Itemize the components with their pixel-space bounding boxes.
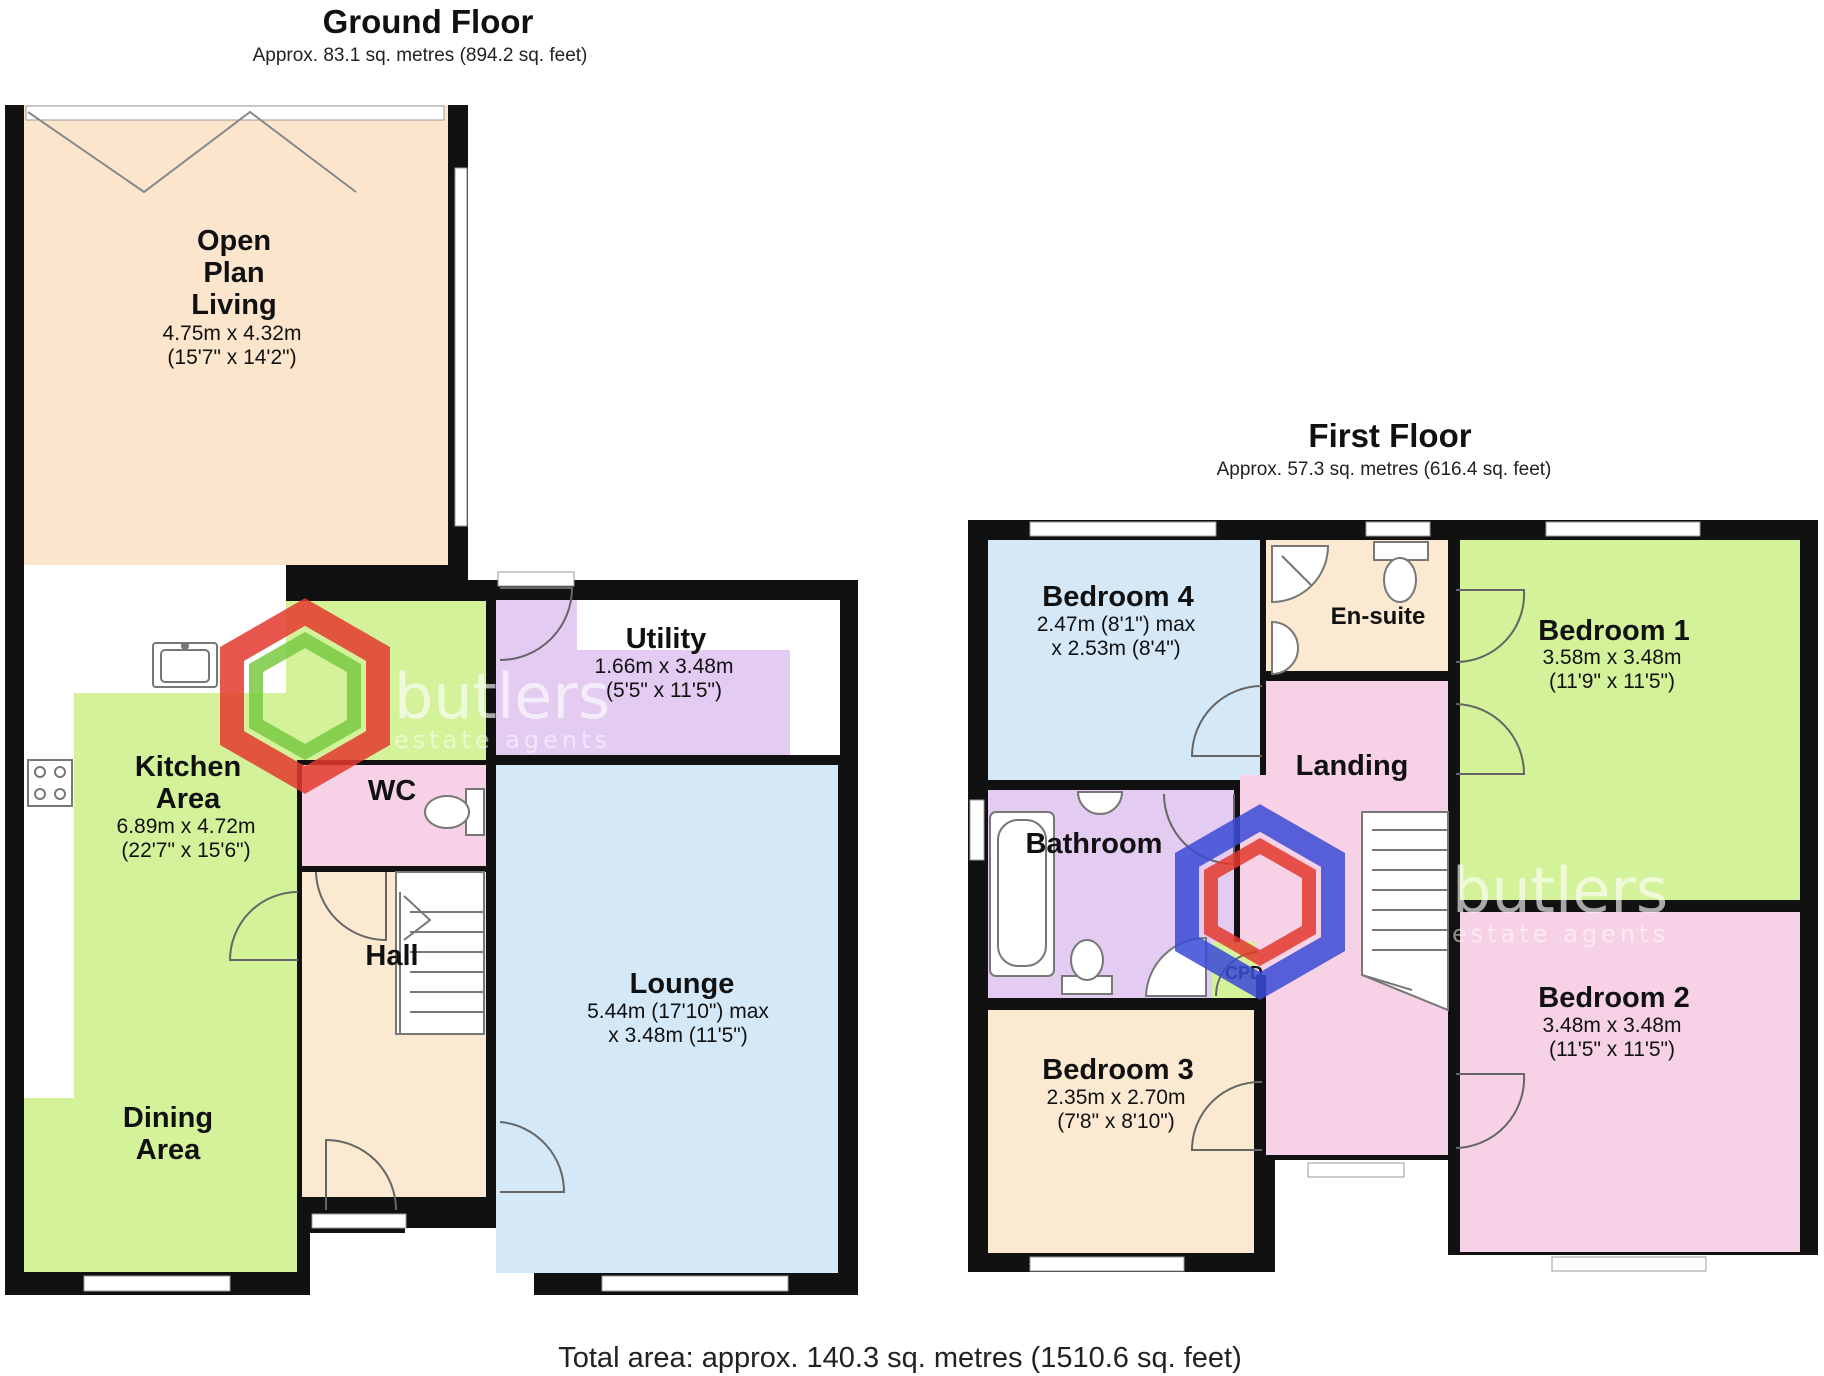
lounge-label: Lounge	[630, 968, 735, 1000]
watermark-brand-2: butlers	[1452, 854, 1668, 927]
living-window	[25, 105, 445, 121]
wc-door-icon	[315, 871, 387, 942]
ensuite-toilet-icon	[1373, 541, 1429, 603]
dining-window	[83, 1275, 231, 1292]
watermark-brand: butlers	[394, 660, 610, 733]
bathroom-basin-icon	[1076, 791, 1124, 815]
hall-label: Hall	[365, 940, 418, 972]
dining-label-2: Area	[136, 1134, 201, 1166]
watermark-tagline-2: estate agents	[1452, 920, 1669, 948]
bedroom-2-dim-1: 3.48m x 3.48m	[1543, 1014, 1682, 1037]
wc-label: WC	[368, 775, 416, 807]
bedroom-2-label: Bedroom 2	[1538, 982, 1689, 1014]
first-floor-title: First Floor	[1308, 417, 1471, 454]
front-door-icon	[325, 1138, 397, 1211]
kitchen-dining-room	[24, 601, 486, 1272]
bedroom-4-dim-2: x 2.53m (8'4")	[1051, 637, 1180, 660]
bedroom-3-room	[988, 1010, 1254, 1253]
butlers-logo-icon-2	[1175, 804, 1345, 1000]
bedroom-1-label: Bedroom 1	[1538, 615, 1689, 647]
living-side-window	[454, 167, 468, 527]
bedroom-3-door-icon	[1190, 1080, 1263, 1151]
hob-icon	[27, 759, 73, 807]
utility-dim-imperial: (5'5" x 11'5")	[606, 679, 722, 702]
bedroom-1-room	[1460, 540, 1800, 900]
ground-floor-plan: Open Plan Living 4.75m x 4.32m (15'7" x …	[5, 105, 858, 1295]
open-plan-living-room	[24, 105, 448, 565]
butlers-watermark-first: butlers estate agents	[1175, 804, 1669, 1000]
lounge-window	[601, 1275, 789, 1292]
butlers-watermark-ground: butlers estate agents	[220, 598, 611, 794]
butlers-logo-inner-icon	[249, 631, 361, 761]
ground-floor-title: Ground Floor	[323, 3, 534, 40]
open-plan-label-3: Living	[191, 289, 276, 321]
watermark-tagline: estate agents	[394, 726, 611, 754]
open-plan-dim-imperial: (15'7" x 14'2")	[167, 346, 296, 369]
utility-door-gap	[497, 571, 575, 587]
bedroom-2-room	[1460, 912, 1800, 1252]
utility-cupboard	[577, 600, 790, 650]
kitchen-dim-imperial: (22'7" x 15'6")	[121, 839, 250, 862]
bedroom-1-door-icon	[1455, 589, 1526, 664]
bedroom-3-dim-2: (7'8" x 8'10")	[1057, 1110, 1174, 1133]
kitchen-sink-icon	[152, 642, 218, 688]
butlers-logo-icon	[220, 598, 390, 794]
open-plan-label-1: Open	[197, 225, 271, 257]
kitchen-door-icon	[228, 891, 299, 961]
bathroom-window	[969, 799, 985, 861]
bedroom-2-dim-2: (11'5" x 11'5")	[1549, 1038, 1675, 1061]
bedroom-3-dim-1: 2.35m x 2.70m	[1047, 1086, 1186, 1109]
landing-label: Landing	[1296, 750, 1409, 782]
landing-door-icon	[1455, 703, 1526, 775]
bedroom-4-dim-1: 2.47m (8'1") max	[1037, 613, 1196, 636]
utility-white-area	[790, 600, 840, 755]
bathroom-label: Bathroom	[1026, 828, 1163, 860]
landing-room	[1266, 681, 1448, 1155]
bathroom-toilet-icon	[1061, 939, 1113, 995]
ensuite-label: En-suite	[1331, 603, 1426, 630]
kitchen-label-2: Area	[156, 783, 221, 815]
bedroom-2-door-icon	[1455, 1073, 1526, 1149]
ground-floor-area: Approx. 83.1 sq. metres (894.2 sq. feet)	[253, 45, 588, 66]
bedroom-4-label: Bedroom 4	[1042, 581, 1193, 613]
first-stairs-icon	[1361, 811, 1449, 1012]
ensuite-basin-icon	[1271, 620, 1299, 676]
open-plan-dim-metric: 4.75m x 4.32m	[163, 322, 302, 345]
lounge-door-icon	[499, 1121, 566, 1193]
ensuite-shower-icon	[1271, 545, 1330, 604]
butlers-logo-inner-icon-2	[1204, 837, 1316, 967]
utility-door-icon	[499, 587, 574, 661]
ensuite-window	[1365, 521, 1431, 537]
landing-window	[1307, 1162, 1405, 1178]
bath-icon	[989, 811, 1055, 977]
bedroom-1-dim-1: 3.58m x 3.48m	[1543, 646, 1682, 669]
first-floor-area: Approx. 57.3 sq. metres (616.4 sq. feet)	[1217, 459, 1552, 480]
utility-dim-metric: 1.66m x 3.48m	[595, 655, 734, 678]
ground-stairs-icon	[395, 871, 485, 1035]
first-floor-plan: Bedroom 4 2.47m (8'1") max x 2.53m (8'4"…	[968, 520, 1818, 1272]
open-plan-label-2: Plan	[203, 257, 264, 289]
lounge-room	[496, 765, 838, 1273]
bedroom-3-window	[1029, 1256, 1185, 1272]
wc-toilet-icon	[424, 788, 485, 836]
lounge-dim-2: x 3.48m (11'5")	[608, 1024, 747, 1047]
utility-label: Utility	[626, 623, 707, 655]
bedroom-3-label: Bedroom 3	[1042, 1054, 1193, 1086]
total-area: Total area: approx. 140.3 sq. metres (15…	[558, 1342, 1242, 1374]
kitchen-dim-metric: 6.89m x 4.72m	[117, 815, 256, 838]
kitchen-worktop	[24, 693, 74, 1098]
bedroom-4-door-icon	[1190, 685, 1263, 757]
kitchen-label-1: Kitchen	[135, 751, 241, 783]
lounge-dim-1: 5.44m (17'10") max	[587, 1000, 769, 1023]
bedroom-4-window	[1029, 521, 1217, 537]
bedroom-1-window	[1545, 521, 1701, 537]
bedroom-2-window	[1551, 1256, 1707, 1272]
bedroom-1-dim-2: (11'9" x 11'5")	[1549, 670, 1675, 693]
front-door-gap	[311, 1213, 407, 1229]
dining-label-1: Dining	[123, 1102, 213, 1134]
bedroom-4-room	[988, 540, 1260, 780]
bifold-door-icon	[27, 110, 357, 194]
